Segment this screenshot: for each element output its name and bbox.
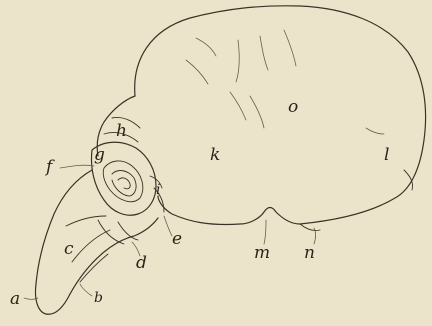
label-b: b: [94, 290, 103, 306]
label-k: k: [210, 145, 220, 165]
label-h: h: [116, 121, 127, 141]
label-e: e: [172, 229, 182, 249]
label-o: o: [288, 97, 298, 117]
label-n: n: [304, 243, 315, 263]
label-l: l: [384, 145, 389, 165]
label-d: d: [136, 253, 147, 273]
label-m: m: [254, 243, 270, 263]
label-a: a: [10, 289, 20, 309]
label-c: c: [64, 239, 74, 259]
label-g: g: [94, 145, 105, 165]
label-i: i: [156, 182, 160, 198]
